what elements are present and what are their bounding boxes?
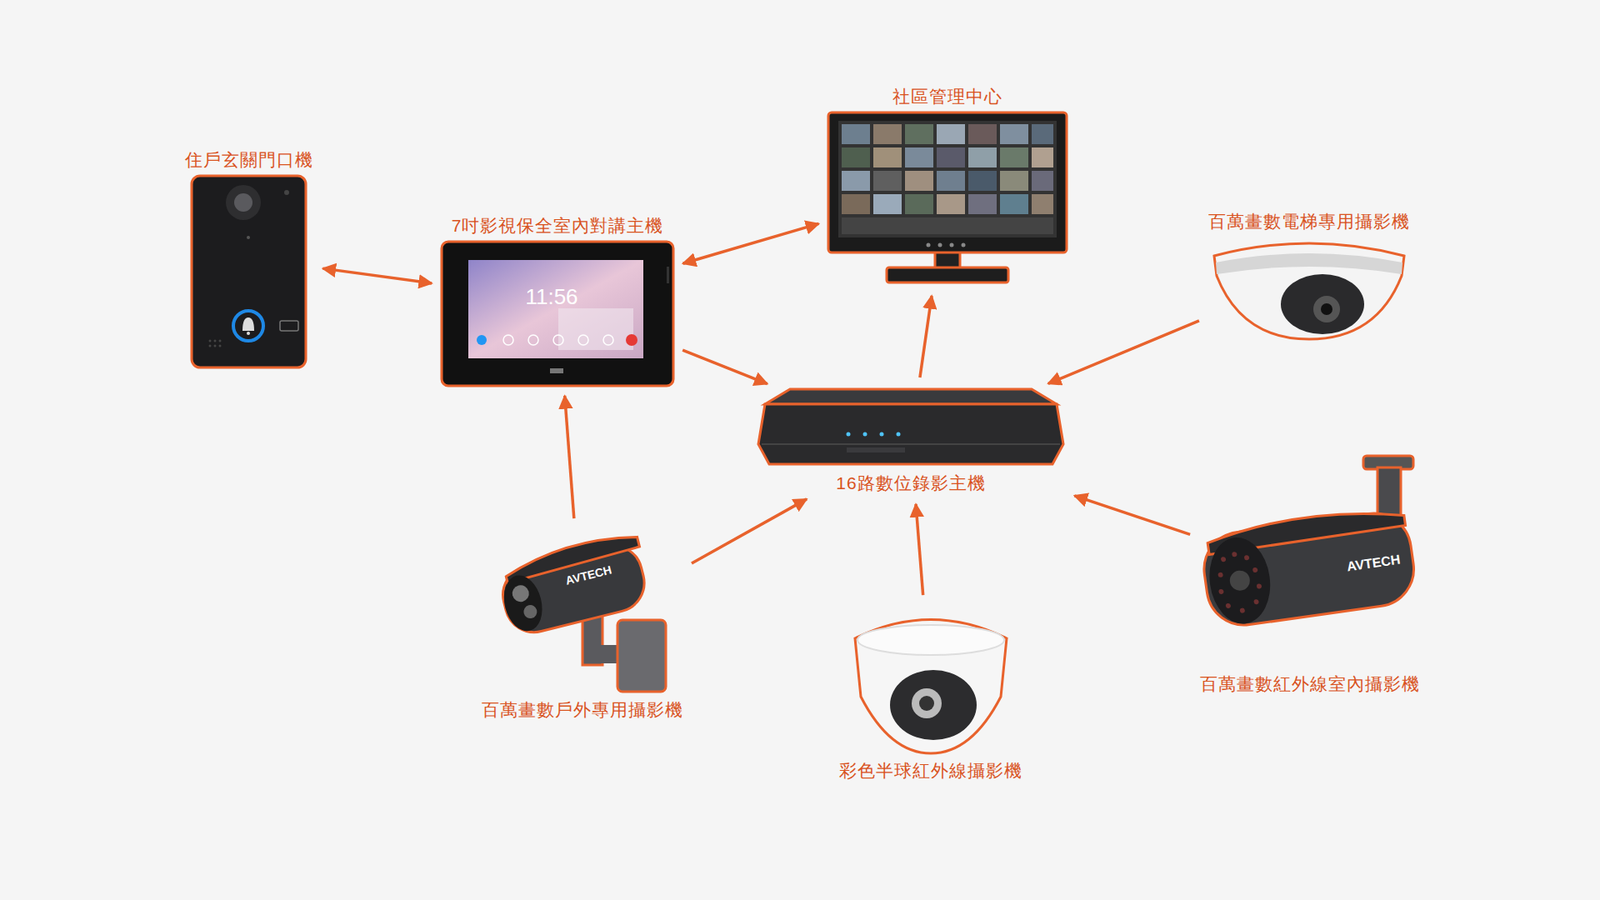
connector-arrow xyxy=(322,268,432,284)
device-area xyxy=(441,241,674,386)
connector-arrow xyxy=(691,499,807,564)
device-label: 社區管理中心 xyxy=(892,85,1003,108)
door-station xyxy=(191,175,306,368)
indoor-monitor xyxy=(441,241,674,386)
connector-arrow xyxy=(683,223,820,264)
device-node: 住戶玄關門口機 xyxy=(185,149,314,368)
video-recorder xyxy=(758,389,1064,465)
device-label: 7吋影視保全室內對講主機 xyxy=(451,215,665,237)
device-label: 住戶玄關門口機 xyxy=(185,149,314,171)
device-area xyxy=(828,112,1067,286)
device-area xyxy=(492,528,672,695)
connector-arrow xyxy=(1048,320,1200,384)
connector-arrow xyxy=(915,504,924,595)
connector-arrow xyxy=(920,295,932,378)
device-node: 社區管理中心 xyxy=(828,85,1067,286)
device-node: 百萬畫數電梯專用攝影機 xyxy=(1208,210,1410,340)
device-node: 彩色半球紅外線攝影機 xyxy=(839,605,1023,782)
device-node: 百萬畫數紅外線室內攝影機 xyxy=(1200,454,1420,695)
management-monitor xyxy=(828,112,1067,283)
device-label: 百萬畫數電梯專用攝影機 xyxy=(1208,210,1410,233)
device-node: 16路數位錄影主機 xyxy=(756,387,1065,495)
device-area xyxy=(756,387,1065,468)
device-label: 百萬畫數戶外專用攝影機 xyxy=(481,699,684,721)
elevator-camera xyxy=(1214,243,1405,340)
device-area xyxy=(846,605,1015,755)
connector-arrow xyxy=(682,350,768,384)
outdoor-camera xyxy=(495,530,666,692)
device-label: 16路數位錄影主機 xyxy=(835,472,985,495)
device-area xyxy=(191,175,306,368)
device-node: 百萬畫數戶外專用攝影機 xyxy=(481,528,684,721)
dome-camera xyxy=(855,620,1007,755)
connector-arrow xyxy=(1074,495,1190,535)
device-area xyxy=(1210,237,1409,340)
device-label: 百萬畫數紅外線室內攝影機 xyxy=(1200,673,1420,695)
screen-clock: 11:56 xyxy=(525,284,578,310)
device-label: 彩色半球紅外線攝影機 xyxy=(839,760,1023,782)
connector-arrow xyxy=(565,395,575,519)
indoor-camera xyxy=(1198,455,1419,630)
